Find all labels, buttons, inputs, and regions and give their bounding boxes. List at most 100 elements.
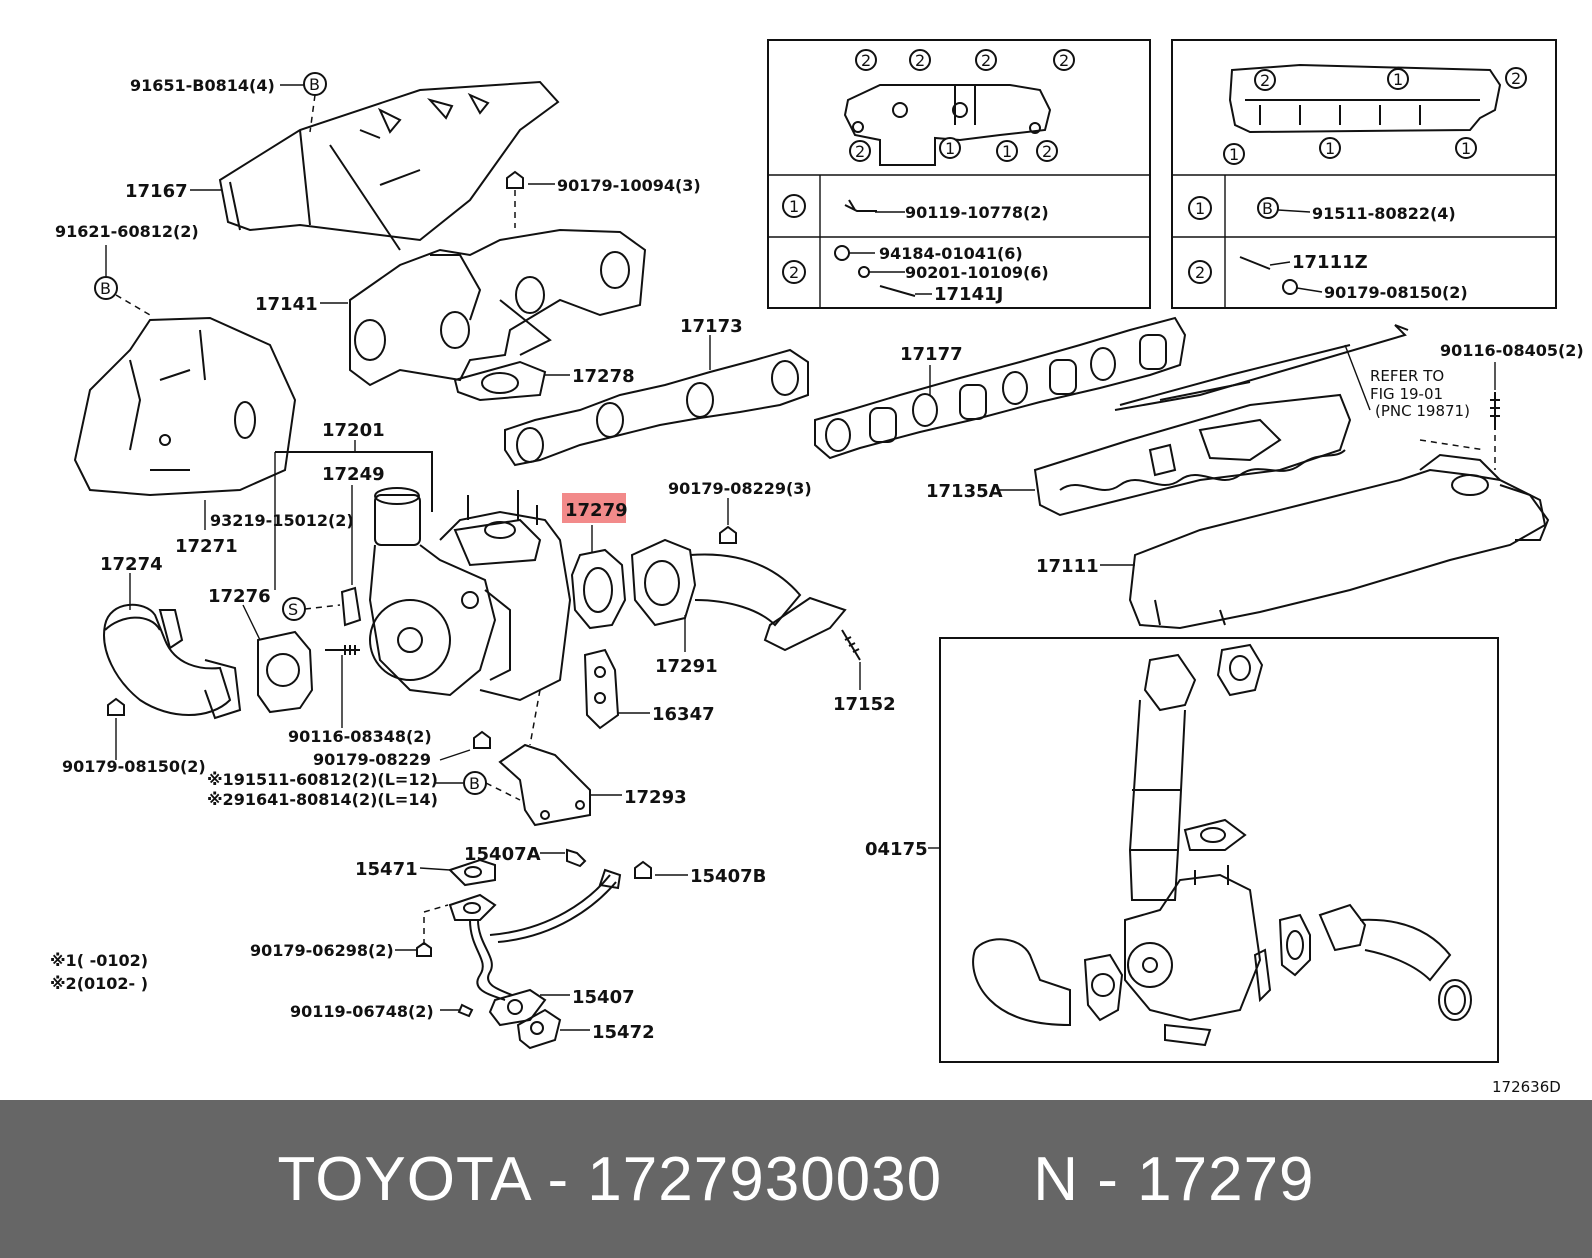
label-17167: 17167 [125,181,188,202]
label-15407A: 15407A [464,844,541,865]
stud-90116-08348: 90116-08348(2) [288,645,432,746]
label-17141J: 17141J [934,284,1003,305]
heat-shield-17167: B 91651-B0814(4) 17167 [125,72,560,251]
svg-text:2: 2 [915,51,925,70]
egr-pipe-15407: 15471 15407 15472 15407A 15407B 90179-06… [250,844,766,1050]
gasket-16347: 16347 [583,648,715,730]
svg-text:1: 1 [1229,145,1239,164]
svg-text:B: B [309,75,320,94]
figure-id: 172636D [1492,1078,1561,1096]
legend-note-1: ※1( -0102) [50,951,148,970]
footnote-bolts: ※191511-60812(2)(L=12) ※291641-80814(2)(… [207,770,521,809]
gasket-17278: 17278 [453,360,635,402]
label-17173: 17173 [680,316,743,337]
label-90119-10778: 90119-10778(2) [905,203,1049,222]
svg-text:B: B [469,774,480,793]
label-90179-10094: 90179-10094(3) [557,176,701,195]
label-90119-06748: 90119-06748(2) [290,1002,434,1021]
label-93219-15012: 93219-15012(2) [210,511,354,530]
label-17279: 17279 [565,500,628,521]
refer-note-line-3: (PNC 19871) [1375,402,1470,420]
pipe-17274: 17274 90179-08150(2) [62,554,242,776]
label-17271: 17271 [175,536,238,557]
svg-text:2: 2 [1042,142,1052,161]
label-17278: 17278 [572,366,635,387]
label-04175: 04175 [865,839,928,860]
label-90179-06298: 90179-06298(2) [250,941,394,960]
gasket-17279: 17279 [562,493,628,630]
svg-text:B: B [100,279,111,298]
label-17135A: 17135A [926,481,1003,502]
label-17177: 17177 [900,344,963,365]
svg-text:2: 2 [981,51,991,70]
svg-text:2: 2 [855,142,865,161]
intake-pipe-17111: 17111 [1036,439,1550,630]
legend-footnotes: ※1( -0102) ※2(0102- ) [50,951,148,993]
inset-table-exhaust-manifold: 2 2 2 2 2 2 1 1 1 2 90119-10778(2) 94184… [767,39,1151,309]
label-17141: 17141 [255,294,318,315]
bracket-17249: 17249 S 93219-15012(2) [210,464,385,627]
svg-text:2: 2 [789,263,799,282]
callout-marker-2: 2 2 2 2 2 2 [849,49,1075,162]
label-17201: 17201 [322,420,385,441]
label-15407: 15407 [572,987,635,1008]
svg-text:B: B [1262,199,1273,218]
label-17111: 17111 [1036,556,1099,577]
label-17249: 17249 [322,464,385,485]
refer-note-line-2: FIG 19-01 [1370,385,1443,403]
svg-text:2: 2 [861,51,871,70]
exhaust-manifold-17141: 90179-10094(3) 17141 [255,170,701,387]
highlight-box-17279 [562,493,626,523]
svg-text:2: 2 [1059,51,1069,70]
svg-text:S: S [288,600,298,619]
nut-90179-08229: 90179-08229 [313,730,491,769]
label-17152: 17152 [833,694,896,715]
label-90201-10109: 90201-10109(6) [905,263,1049,282]
label-91651-B0814: 91651-B0814(4) [130,76,275,95]
svg-text:1: 1 [1461,139,1471,158]
svg-text:2: 2 [1511,69,1521,88]
heat-shield-17271: B 91621-60812(2) 17271 [55,222,297,557]
gasket-17177: 17177 [814,316,1187,460]
gasket-17173: 17173 [504,316,809,467]
parts-diagram: 2 2 2 2 2 2 1 1 1 2 90119-10778(2) 94184… [50,39,1584,1096]
legend-note-2: ※2(0102- ) [50,974,148,993]
label-90116-08348: 90116-08348(2) [288,727,432,746]
label-91511-80822: 91511-80822(4) [1312,204,1456,223]
label-90179-08150-b: 90179-08150(2) [1324,283,1468,302]
label-15472: 15472 [592,1022,655,1043]
label-17293: 17293 [624,787,687,808]
stud-90116-08405: 90116-08405(2) [1440,341,1584,470]
svg-text:2: 2 [1195,263,1205,282]
nut-90179-08229-3: 90179-08229(3) [668,479,812,544]
label-90179-08229: 90179-08229 [313,750,431,769]
label-94184-01041: 94184-01041(6) [879,244,1023,263]
label-note-1: ※191511-60812(2)(L=12) [207,770,438,789]
footer-bar: TOYOTA - 1727930030 N - 17279 [0,1100,1592,1258]
stud-17152: 17152 [833,629,896,715]
label-90116-08405: 90116-08405(2) [1440,341,1584,360]
label-16347: 16347 [652,704,715,725]
svg-text:1: 1 [1325,139,1335,158]
callout-marker-1: 1 1 1 1 [1223,68,1477,165]
intake-chamber-17135A: 17135A [926,393,1352,517]
refer-note: REFER TO FIG 19-01 (PNC 19871) [1114,324,1470,420]
svg-text:1: 1 [1393,70,1403,89]
refer-note-line-1: REFER TO [1370,367,1444,385]
svg-text:1: 1 [1195,199,1205,218]
label-17276: 17276 [208,586,271,607]
label-15407B: 15407B [690,866,766,887]
label-note-2: ※291641-80814(2)(L=14) [207,790,438,809]
pipe-17291: 17291 [630,538,847,677]
bracket-17293: 17293 [498,689,687,827]
label-90179-08150: 90179-08150(2) [62,757,206,776]
callout-marker-1: 1 1 [939,137,1018,162]
gasket-17276: 17276 [208,586,314,714]
svg-text:1: 1 [945,139,955,158]
inset-table-intake-manifold: 2 2 1 1 1 1 1 2 B 91511-80822(4) 17111Z … [1171,39,1557,309]
label-17291: 17291 [655,656,718,677]
label-15471: 15471 [355,859,418,880]
svg-text:1: 1 [789,197,799,216]
svg-text:2: 2 [1260,71,1270,90]
callout-marker-2: 2 2 [1254,67,1527,91]
